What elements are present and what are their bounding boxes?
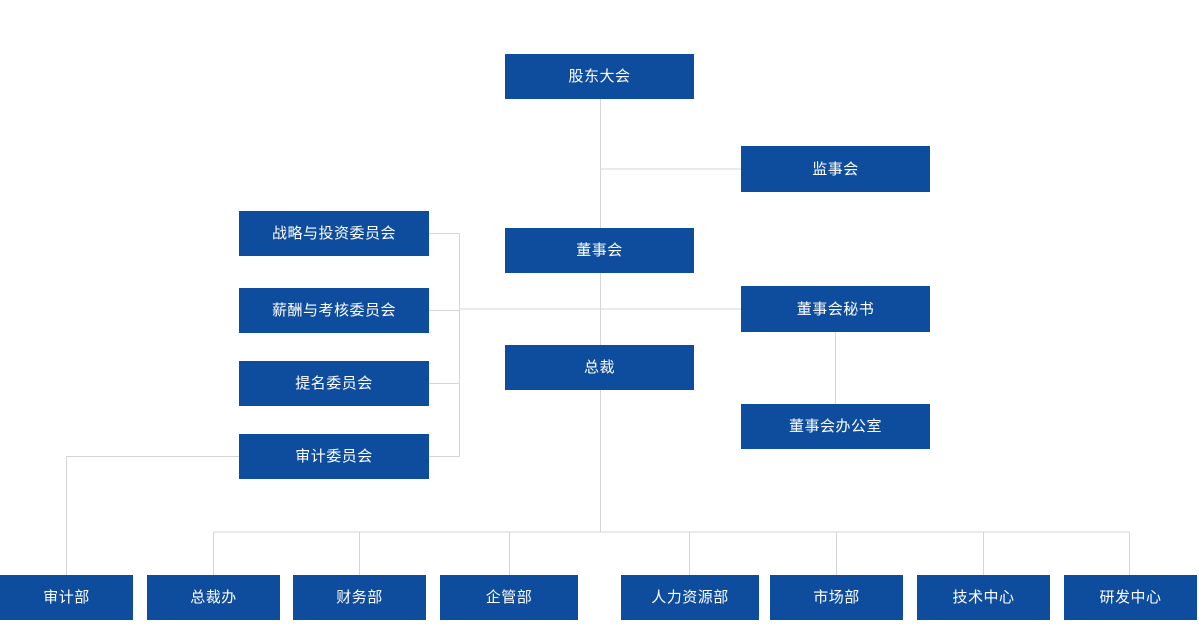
node-board-office[interactable]: 董事会办公室 bbox=[741, 404, 930, 449]
node-strategy-investment-committee[interactable]: 战略与投资委员会 bbox=[239, 211, 429, 256]
edge-audit-committee-to-audit-department bbox=[65, 455, 239, 575]
node-label: 股东大会 bbox=[568, 68, 631, 85]
node-nomination-committee[interactable]: 提名委员会 bbox=[239, 361, 429, 406]
node-board-secretary[interactable]: 董事会秘书 bbox=[741, 286, 930, 332]
node-label: 研发中心 bbox=[1099, 589, 1162, 606]
node-technology-center[interactable]: 技术中心 bbox=[917, 575, 1050, 620]
node-label: 总裁办 bbox=[190, 589, 237, 606]
node-president[interactable]: 总裁 bbox=[505, 345, 694, 390]
node-rd-center[interactable]: 研发中心 bbox=[1064, 575, 1197, 620]
node-label: 监事会 bbox=[812, 160, 859, 178]
node-label: 企管部 bbox=[485, 589, 533, 606]
node-finance-department[interactable]: 财务部 bbox=[293, 575, 426, 620]
node-supervisory-board[interactable]: 监事会 bbox=[741, 146, 930, 192]
node-label: 审计部 bbox=[43, 589, 90, 606]
node-shareholders-meeting[interactable]: 股东大会 bbox=[505, 54, 694, 99]
node-label: 薪酬与考核委员会 bbox=[271, 302, 396, 319]
node-label: 战略与投资委员会 bbox=[271, 225, 396, 242]
node-president-office[interactable]: 总裁办 bbox=[147, 575, 280, 620]
node-board-of-directors[interactable]: 董事会 bbox=[505, 228, 694, 273]
node-label: 审计委员会 bbox=[295, 448, 373, 465]
node-compensation-appraisal-committee[interactable]: 薪酬与考核委员会 bbox=[239, 288, 429, 333]
node-label: 总裁 bbox=[583, 359, 615, 376]
node-label: 董事会办公室 bbox=[788, 418, 882, 435]
node-label: 财务部 bbox=[336, 589, 383, 606]
node-audit-department[interactable]: 审计部 bbox=[0, 575, 133, 620]
node-label: 人力资源部 bbox=[651, 589, 729, 606]
node-enterprise-management-department[interactable]: 企管部 bbox=[440, 575, 578, 620]
node-audit-committee[interactable]: 审计委员会 bbox=[239, 434, 429, 479]
node-label: 提名委员会 bbox=[295, 375, 373, 392]
node-label: 董事会 bbox=[576, 242, 623, 259]
node-marketing-department[interactable]: 市场部 bbox=[770, 575, 903, 620]
node-label: 技术中心 bbox=[952, 589, 1015, 606]
node-human-resources-department[interactable]: 人力资源部 bbox=[621, 575, 759, 620]
node-label: 董事会秘书 bbox=[796, 300, 875, 318]
node-label: 市场部 bbox=[813, 589, 860, 606]
